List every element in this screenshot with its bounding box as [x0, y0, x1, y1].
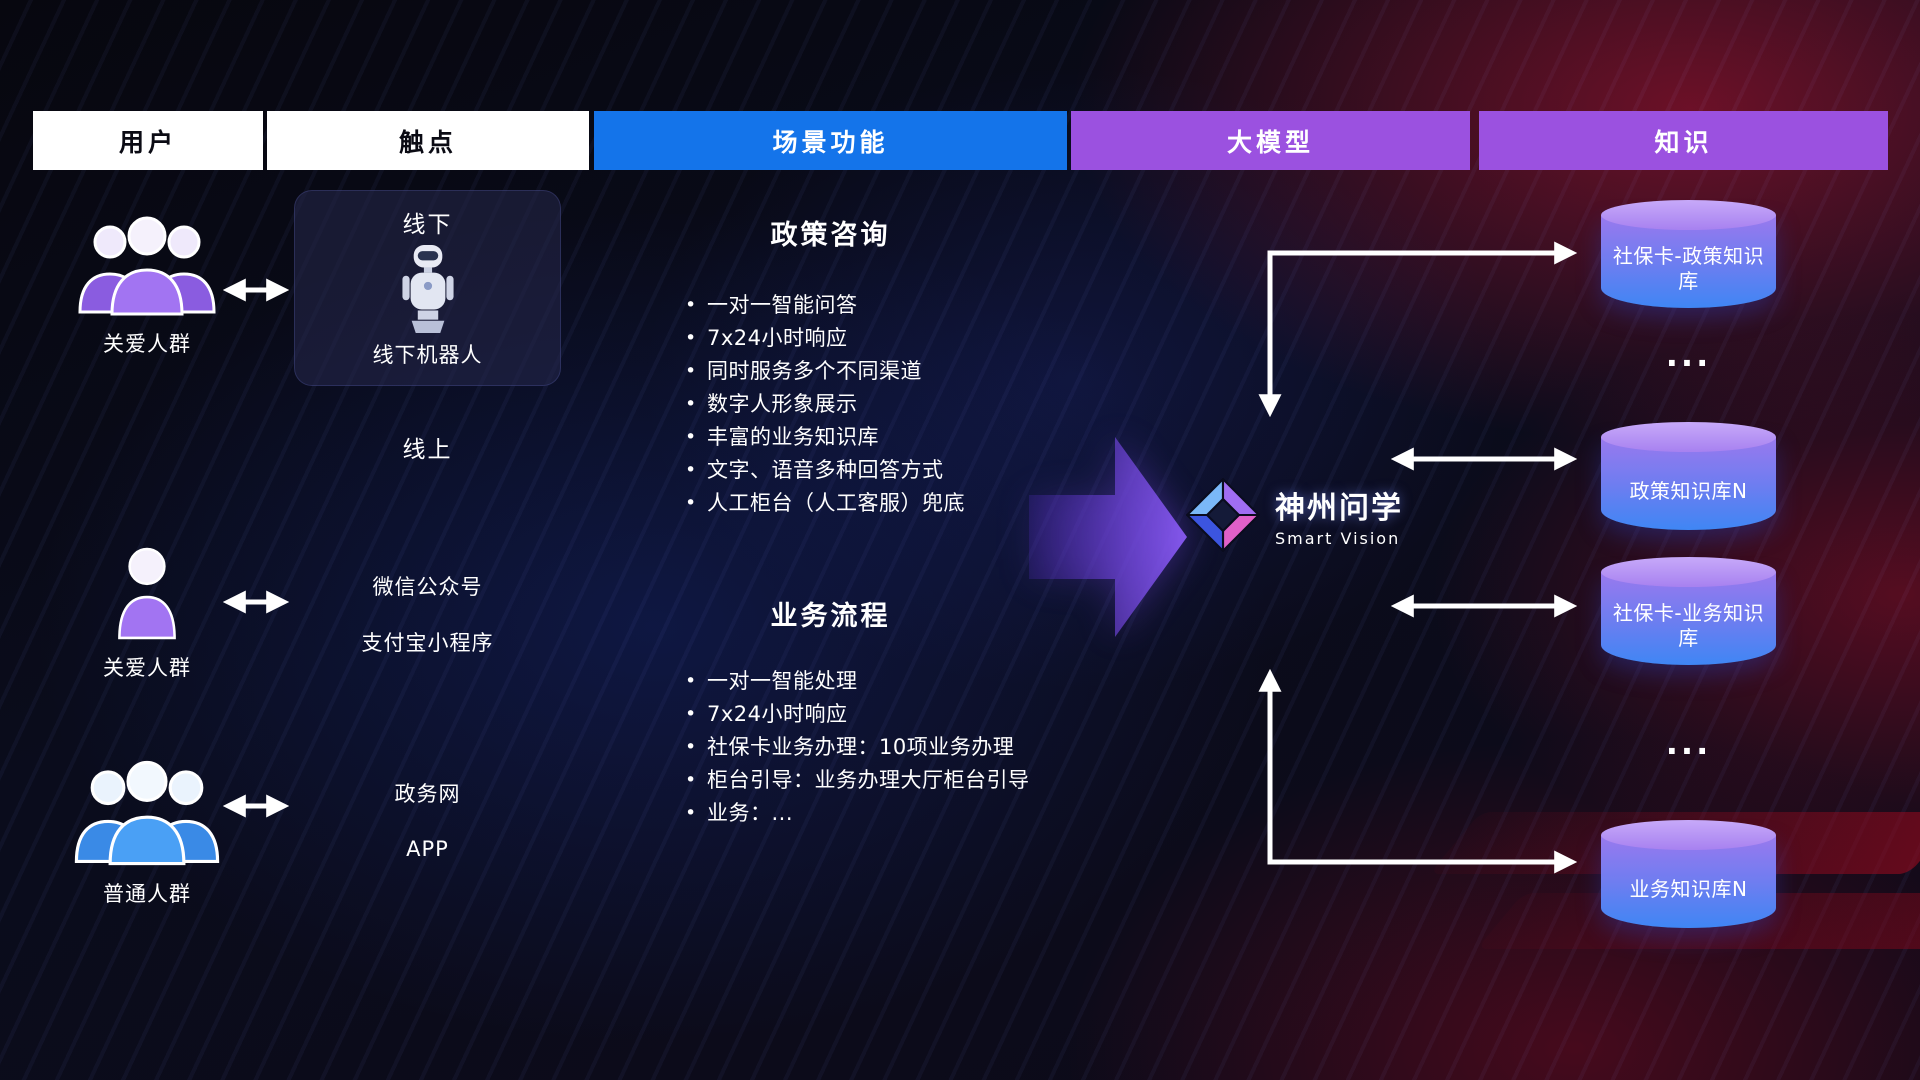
user-label: 普通人群	[103, 882, 191, 906]
database-cylinder-icon	[1601, 572, 1776, 665]
scenario-title-policy: 政策咨询	[770, 220, 891, 251]
touchpoint-gov-web: 政务网	[394, 782, 461, 806]
user-single-purple-icon	[118, 547, 176, 640]
model-name: 神州问学	[1275, 490, 1403, 526]
database-cylinder-icon	[1601, 437, 1776, 530]
column-header-label: 用户	[118, 127, 177, 157]
scenario-bullet: 7x24小时响应	[683, 698, 1103, 731]
user-label: 关爱人群	[103, 332, 191, 356]
touchpoint-app: APP	[406, 837, 449, 861]
scenario-bullet: 丰富的业务知识库	[683, 421, 1103, 454]
robot-icon	[401, 245, 454, 333]
knowledge-db-policy-n: 政策知识库N	[1601, 422, 1776, 532]
database-cylinder-icon	[1601, 835, 1776, 928]
knowledge-ellipsis: ...	[1665, 724, 1712, 762]
knowledge-db-label: 政策知识库N	[1629, 478, 1748, 503]
user-group-ordinary: 普通人群	[42, 760, 252, 908]
knowledge-db-label: 社保卡-政策知识库	[1612, 244, 1765, 293]
user-group-purple-icon	[78, 216, 216, 316]
knowledge-db-policy-ssc: 社保卡-政策知识库	[1601, 200, 1776, 310]
database-cylinder-top	[1601, 422, 1776, 452]
column-header-scenarios: 场景功能	[594, 111, 1067, 170]
scenario-bullet: 柜台引导：业务办理大厅柜台引导	[683, 764, 1103, 797]
scenario-bullet: 一对一智能问答	[683, 289, 1103, 322]
offline-title: 线下	[402, 212, 453, 238]
offline-touchpoint-card: 线下 线下机器人	[294, 190, 561, 386]
knowledge-db-label: 社保卡-业务知识库	[1612, 601, 1765, 650]
scenario-bullet: 同时服务多个不同渠道	[683, 355, 1103, 388]
scenario-bullet: 文字、语音多种回答方式	[683, 454, 1103, 487]
model-subtitle: Smart Vision	[1275, 528, 1401, 548]
scenario-policy-list: 一对一智能问答 7x24小时响应 同时服务多个不同渠道 数字人形象展示 丰富的业…	[683, 289, 1103, 520]
knowledge-db-business-n: 业务知识库N	[1601, 820, 1776, 930]
scenario-bullet: 一对一智能处理	[683, 665, 1103, 698]
column-header-label: 大模型	[1226, 127, 1314, 157]
scenario-bullet: 社保卡业务办理：10项业务办理	[683, 731, 1103, 764]
online-title: 线上	[402, 437, 453, 463]
model-text: 神州问学 Smart Vision	[1275, 483, 1403, 548]
column-header-label: 触点	[398, 127, 457, 157]
database-cylinder-top	[1601, 820, 1776, 850]
user-group-blue-icon	[74, 760, 220, 866]
gem-logo-icon	[1186, 478, 1260, 552]
column-header-model: 大模型	[1071, 111, 1470, 170]
database-cylinder-top	[1601, 200, 1776, 230]
scenario-bullet: 业务：...	[683, 797, 1103, 830]
column-header-touchpoints: 触点	[267, 111, 589, 170]
scenario-bullet: 人工柜台（人工客服）兜底	[683, 487, 1103, 520]
knowledge-db-business-ssc: 社保卡-业务知识库	[1601, 557, 1776, 667]
database-cylinder-top	[1601, 557, 1776, 587]
user-label: 关爱人群	[103, 656, 191, 680]
scenario-title-business: 业务流程	[770, 601, 891, 632]
column-header-users: 用户	[33, 111, 263, 170]
scenario-business-list: 一对一智能处理 7x24小时响应 社保卡业务办理：10项业务办理 柜台引导：业务…	[683, 665, 1103, 830]
scenario-bullet: 数字人形象展示	[683, 388, 1103, 421]
column-header-label: 知识	[1654, 127, 1713, 157]
touchpoint-alipay: 支付宝小程序	[361, 631, 494, 655]
knowledge-db-label: 业务知识库N	[1629, 876, 1748, 901]
offline-robot-caption: 线下机器人	[372, 343, 483, 367]
column-header-label: 场景功能	[772, 127, 889, 157]
scenario-bullet: 7x24小时响应	[683, 322, 1103, 355]
user-group-care-2: 关爱人群	[47, 546, 247, 682]
model-logo: 神州问学 Smart Vision	[1185, 477, 1403, 553]
knowledge-ellipsis: ...	[1665, 336, 1712, 374]
touchpoint-wechat: 微信公众号	[372, 575, 483, 599]
flow-arrow-icon	[1029, 437, 1187, 637]
user-group-care-1: 关爱人群	[47, 216, 247, 358]
database-cylinder-icon	[1601, 215, 1776, 308]
column-header-knowledge: 知识	[1479, 111, 1888, 170]
